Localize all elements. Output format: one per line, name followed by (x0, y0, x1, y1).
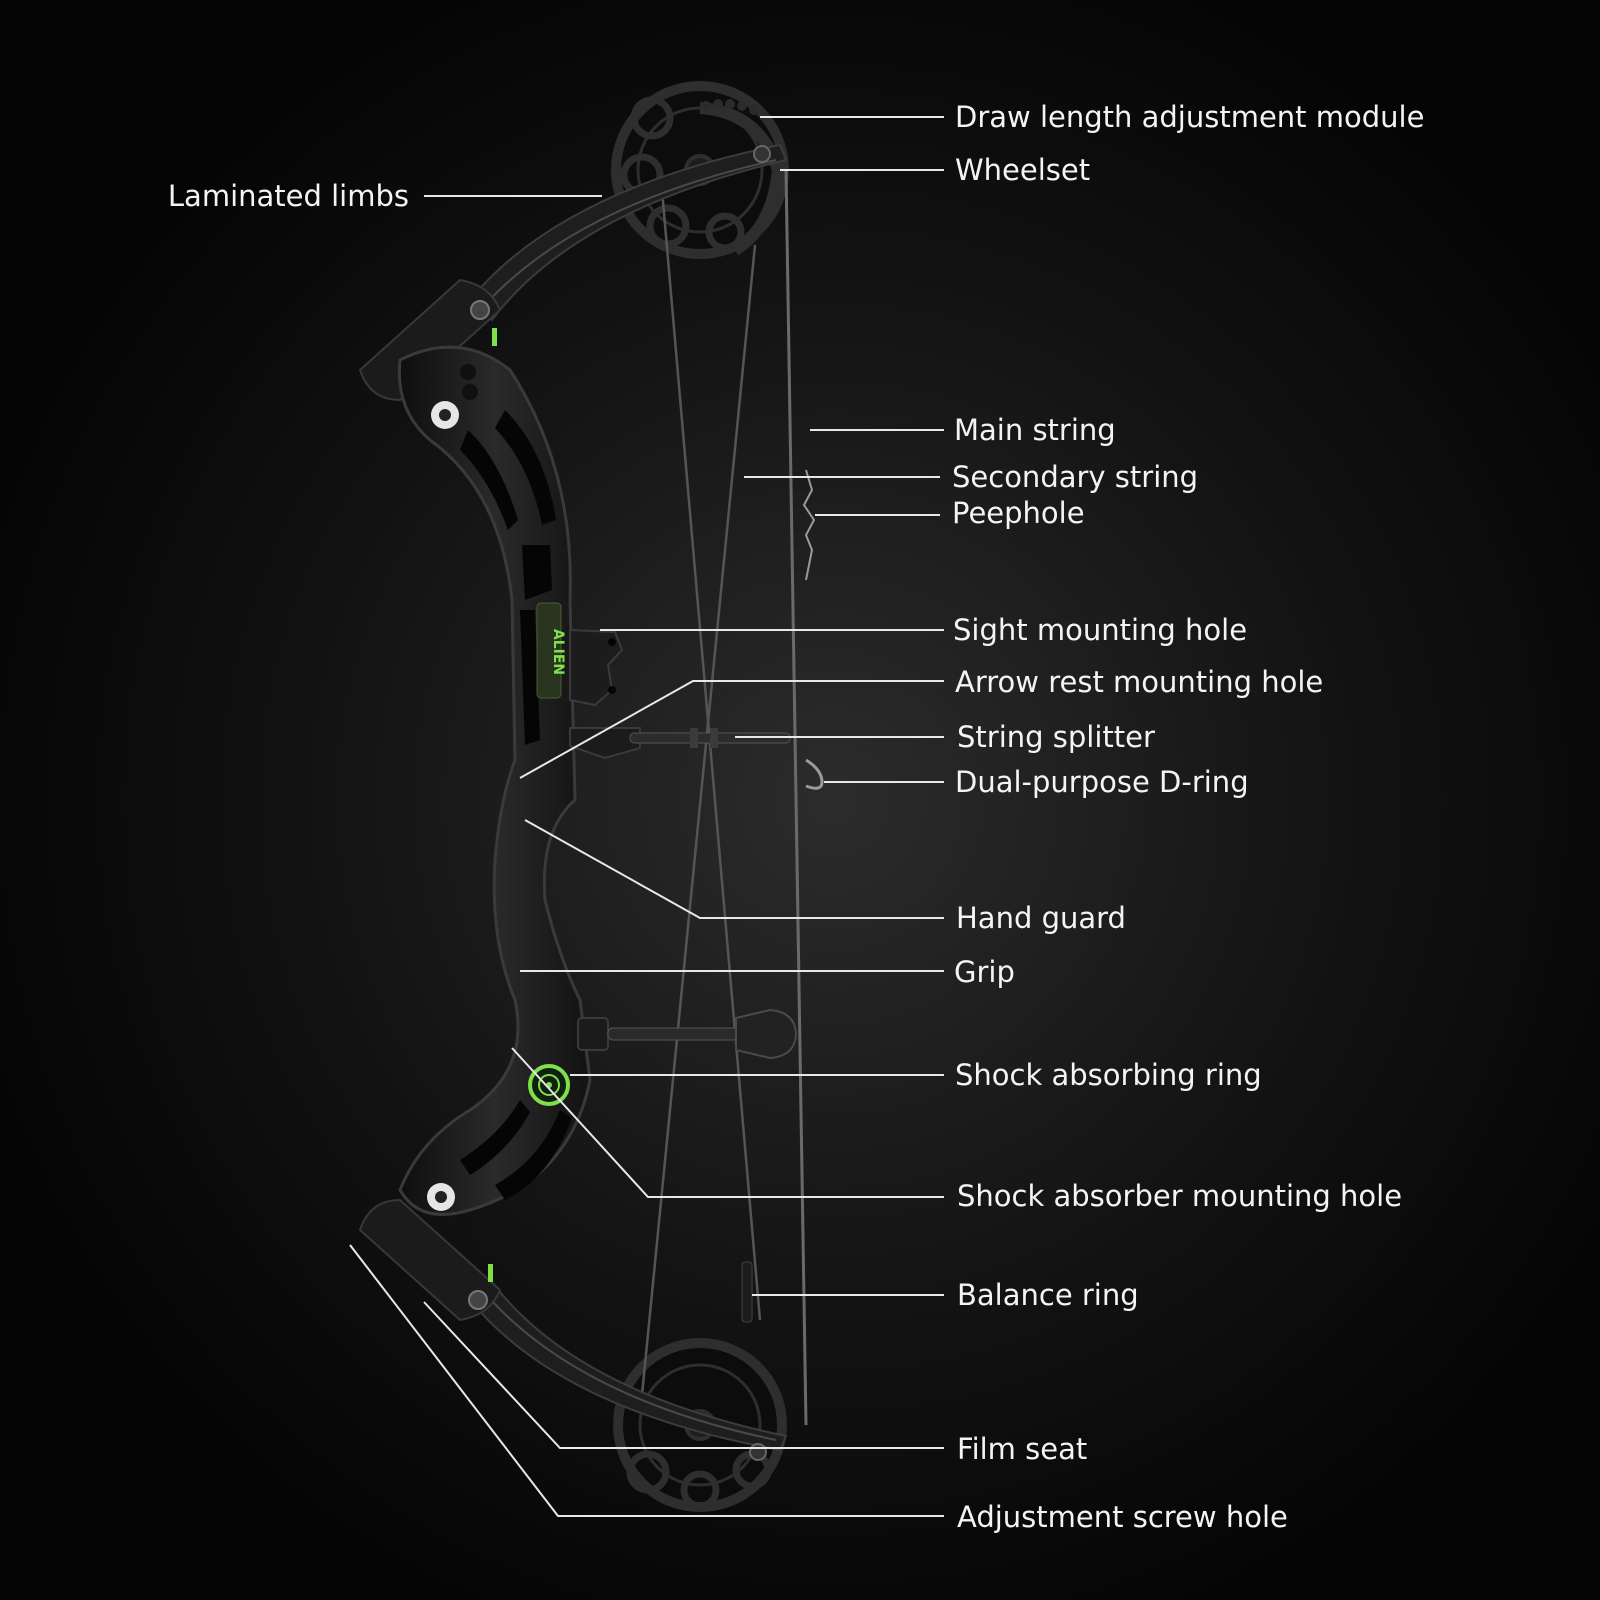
cable-a (660, 189, 762, 1321)
label-adjustment-screw-hole: Adjustment screw hole (957, 1500, 1288, 1534)
riser-brand-badge: ALIEN (536, 602, 566, 699)
draw-length-module-dots (701, 99, 769, 121)
label-hand-guard: Hand guard (956, 901, 1126, 935)
riser (397, 345, 592, 1254)
label-secondary-string: Secondary string (952, 460, 1198, 494)
stabilizer (577, 1008, 798, 1060)
peephole-serving (802, 469, 816, 581)
bottom-limb-pocket (358, 1198, 502, 1322)
label-peephole: Peephole (952, 496, 1085, 530)
label-laminated-limbs: Laminated limbs (168, 179, 409, 213)
label-film-seat: Film seat (957, 1432, 1087, 1466)
arrow-rest (569, 727, 791, 760)
label-shock-absorber-mounting-hole: Shock absorber mounting hole (957, 1179, 1402, 1213)
label-sight-mounting-hole: Sight mounting hole (953, 613, 1247, 647)
top-limb-pocket (358, 278, 502, 402)
leader-lines (349, 116, 944, 1517)
label-balance-ring: Balance ring (957, 1278, 1139, 1312)
d-ring (805, 758, 824, 790)
main-string (784, 169, 808, 1426)
leader-arrow-rest (519, 680, 944, 779)
label-draw-length-module: Draw length adjustment module (955, 100, 1424, 134)
callout-labels: Draw length adjustment module Wheelset L… (168, 100, 1425, 1534)
leader-shock-absorber-mounting-hole (511, 1047, 944, 1198)
balance-ring (741, 1261, 753, 1323)
label-shock-absorbing-ring: Shock absorbing ring (955, 1058, 1262, 1092)
riser-brand-text: ALIEN (550, 629, 566, 675)
label-wheelset: Wheelset (955, 153, 1090, 187)
sight-mount (569, 628, 624, 707)
leader-film-seat (423, 1301, 944, 1449)
leader-adjustment-screw-hole (349, 1244, 944, 1517)
cable-b (640, 244, 757, 1396)
strings (640, 169, 816, 1426)
leader-hand-guard (524, 819, 944, 919)
shock-absorbing-ring (528, 1064, 570, 1106)
label-main-string: Main string (954, 413, 1116, 447)
label-string-splitter: String splitter (957, 720, 1155, 754)
top-limb (468, 143, 788, 322)
label-arrow-rest-mounting-hole: Arrow rest mounting hole (955, 665, 1323, 699)
label-d-ring: Dual-purpose D-ring (955, 765, 1249, 799)
label-grip: Grip (954, 955, 1015, 989)
